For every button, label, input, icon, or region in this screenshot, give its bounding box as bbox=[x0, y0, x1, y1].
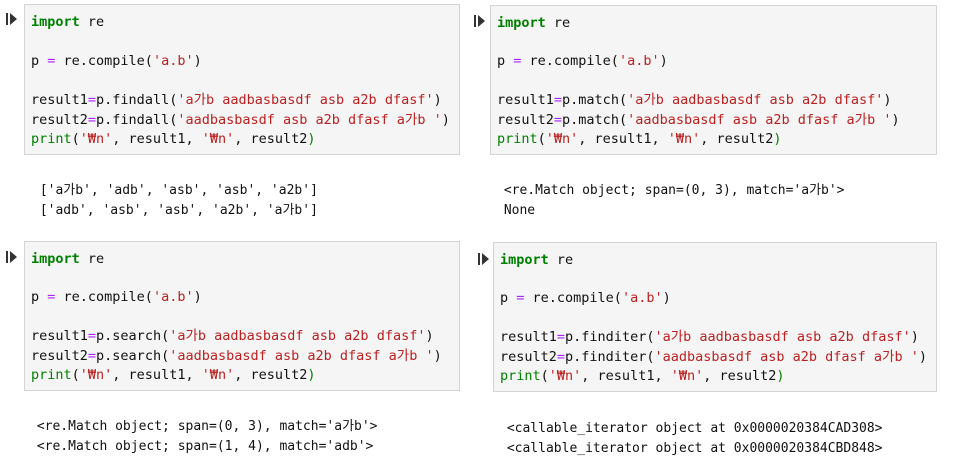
code-line: import re bbox=[31, 251, 105, 267]
cell-output-line: <re.Match object; span=(0, 3), match='a가… bbox=[29, 419, 378, 434]
cell-output-line: <callable_iterator object at 0x000002038… bbox=[499, 421, 883, 436]
code-line: import re bbox=[31, 14, 105, 30]
code-line: p = re.compile('a.b') bbox=[500, 290, 671, 306]
cell-output-line: <re.Match object; span=(1, 4), match='ad… bbox=[29, 439, 374, 454]
cell-output-line: ['adb', 'asb', 'asb', 'a2b', 'a가b'] bbox=[32, 203, 318, 218]
code-line: result1=p.findall('a가b aadbasbasdf asb a… bbox=[31, 92, 442, 108]
code-line: print('₩n', result1, '₩n', result2) bbox=[31, 367, 316, 383]
cell-output-line: <re.Match object; span=(0, 3), match='a가… bbox=[496, 183, 845, 198]
run-cell-icon[interactable] bbox=[6, 250, 18, 264]
code-line: p = re.compile('a.b') bbox=[31, 53, 202, 69]
code-input[interactable]: import re p = re.compile('a.b') result1=… bbox=[24, 4, 460, 155]
code-line: print('₩n', result1, '₩n', result2) bbox=[31, 131, 316, 147]
code-line: print('₩n', result1, '₩n', result2) bbox=[497, 131, 782, 147]
code-input[interactable]: import re p = re.compile('a.b') result1=… bbox=[24, 241, 460, 391]
code-line: p = re.compile('a.b') bbox=[497, 53, 668, 69]
code-line: result2=p.search('aadbasbasdf asb a2b df… bbox=[31, 348, 442, 364]
code-line: result2=p.finditer('aadbasbasdf asb a2b … bbox=[500, 349, 927, 365]
cell-output-line: ['a가b', 'adb', 'asb', 'asb', 'a2b'] bbox=[32, 183, 318, 198]
code-input[interactable]: import re p = re.compile('a.b') result1=… bbox=[490, 5, 937, 155]
run-cell-icon[interactable] bbox=[474, 14, 486, 28]
cell-output-line: None bbox=[496, 203, 536, 218]
code-line: p = re.compile('a.b') bbox=[31, 289, 202, 305]
code-line: import re bbox=[497, 15, 571, 31]
cell-output-line: <callable_iterator object at 0x000002038… bbox=[499, 441, 883, 456]
code-line: result1=p.match('a가b aadbasbasdf asb a2b… bbox=[497, 92, 892, 108]
code-line: print('₩n', result1, '₩n', result2) bbox=[500, 368, 785, 384]
run-cell-icon[interactable] bbox=[6, 12, 18, 26]
code-line: result1=p.finditer('a가b aadbasbasdf asb … bbox=[500, 329, 919, 345]
run-cell-icon[interactable] bbox=[478, 252, 490, 266]
code-line: result1=p.search('a가b aadbasbasdf asb a2… bbox=[31, 328, 434, 344]
code-line: result2=p.match('aadbasbasdf asb a2b dfa… bbox=[497, 112, 900, 128]
code-input[interactable]: import re p = re.compile('a.b') result1=… bbox=[493, 242, 937, 392]
code-line: import re bbox=[500, 252, 574, 268]
code-line: result2=p.findall('aadbasbasdf asb a2b d… bbox=[31, 112, 450, 128]
